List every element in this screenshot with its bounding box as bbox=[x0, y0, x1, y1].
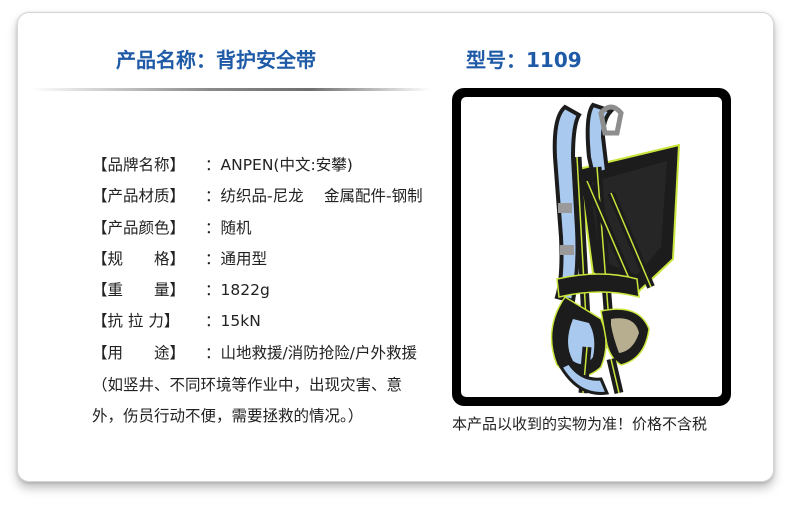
spec-row-size: 【规 格】 ：通用型 bbox=[92, 244, 442, 275]
product-photo-frame bbox=[452, 88, 731, 406]
spec-row-usage: 【用 途】 ：山地救援/消防抢险/户外救援 bbox=[92, 338, 442, 369]
product-photo bbox=[461, 97, 722, 397]
usage-note-line: （如竖井、不同环境等作业中，出现灾害、意 bbox=[92, 376, 403, 394]
photo-caption: 本产品以收到的实物为准！价格不含税 bbox=[452, 415, 708, 433]
spec-label: 【用 途】 bbox=[92, 343, 186, 362]
spec-row-tensile: 【抗 拉 力】 ：15kN bbox=[92, 306, 442, 337]
usage-note-line: 外，伤员行动不便，需要拯救的情况。） bbox=[92, 407, 364, 425]
product-name-title: 产品名称：背护安全带 bbox=[116, 48, 316, 72]
spec-value: ：山地救援/消防抢险/户外救援 bbox=[205, 343, 417, 362]
usage-note: （如竖井、不同环境等作业中，出现灾害、意 外，伤员行动不便，需要拯救的情况。） bbox=[92, 370, 442, 432]
spec-label: 【产品颜色】 bbox=[92, 218, 186, 237]
spec-row-weight: 【重 量】 ：1822g bbox=[92, 275, 442, 306]
spec-label: 【品牌名称】 bbox=[92, 156, 186, 174]
spec-value: ：ANPEN(中文:安攀) bbox=[205, 156, 353, 174]
spec-label: 【抗 拉 力】 bbox=[92, 312, 180, 331]
spec-row-material: 【产品材质】 ：纺织品-尼龙 金属配件-钢制 bbox=[92, 181, 442, 212]
spec-value: ：1822g bbox=[205, 281, 270, 300]
spec-value: ：15kN bbox=[205, 312, 261, 331]
spec-value: ：通用型 bbox=[205, 249, 268, 268]
spec-label: 【重 量】 bbox=[92, 281, 186, 300]
spec-list: 【品牌名称】 ：ANPEN(中文:安攀) 【产品材质】 ：纺织品-尼龙 金属配件-钢… bbox=[92, 150, 442, 369]
title-divider bbox=[30, 88, 430, 91]
spec-value: ：纺织品-尼龙 金属配件-钢制 bbox=[205, 187, 423, 206]
spec-value: ：随机 bbox=[205, 218, 252, 237]
model-number-title: 型号：1109 bbox=[466, 48, 582, 72]
spec-row-brand: 【品牌名称】 ：ANPEN(中文:安攀) bbox=[92, 150, 442, 181]
spec-label: 【产品材质】 bbox=[92, 187, 186, 206]
harness-illustration bbox=[550, 102, 681, 395]
spec-row-color: 【产品颜色】 ：随机 bbox=[92, 213, 442, 244]
spec-label: 【规 格】 bbox=[92, 249, 186, 268]
